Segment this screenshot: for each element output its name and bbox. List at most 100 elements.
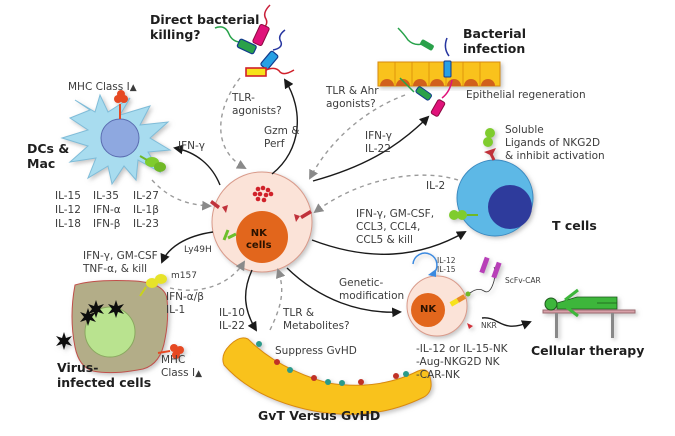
bacterial-infection-line2: infection — [463, 41, 526, 56]
nk-central-cell — [210, 171, 313, 273]
cytokine: IFN-α — [93, 204, 121, 216]
gzm-perf-line2: Perf — [264, 138, 285, 150]
direct-bacterial-killing-title: Direct bacterial killing? — [150, 12, 259, 42]
loop-line2: IL-15 — [437, 265, 456, 274]
epithelium-top — [377, 61, 501, 87]
dcs-mac-line1: DCs & — [27, 141, 70, 156]
scfv-car-label: ScFv-CAR — [505, 276, 541, 285]
virus-output-line2: TNF-α, & kill — [83, 263, 148, 275]
engineered-nk-label: NK — [420, 304, 437, 315]
t-output-line3: CCL5 & kill — [356, 234, 413, 246]
cytokine: IFN-β — [93, 218, 121, 230]
arrow-therapy — [481, 317, 532, 330]
cytokine: IL-15 — [55, 190, 81, 202]
arrow-il10 — [244, 269, 258, 332]
tlr-metabolites-label: TLR & Metabolites? — [283, 307, 350, 333]
dc-cell — [60, 90, 172, 186]
arrow-genetic-mod — [286, 267, 402, 318]
cellular-therapy-title: Cellular therapy — [531, 343, 645, 358]
solid-arrows — [160, 78, 532, 332]
patient-on-bed — [542, 288, 636, 338]
cytokine: IL-27 — [133, 190, 159, 202]
nk-modification-list: -IL-12 or IL-15-NK -Aug-NKG2D NK -CAR-NK — [416, 343, 508, 382]
tlr-metabolites-line1: TLR & — [283, 307, 315, 319]
dc-mhc-label: MHC Class I▲ — [68, 81, 137, 95]
cytokine-grid: IL-15 IL-35 IL-27 IL-12 IFN-α IL-1β IL-1… — [55, 190, 173, 231]
dcs-mac-title: DCs & Mac — [27, 141, 69, 171]
il2-label: IL-2 — [426, 180, 446, 192]
cytokine: IL-1β — [133, 204, 159, 216]
gzm-perf-line1: Gzm & — [264, 125, 300, 137]
virus-infected-cell — [56, 274, 184, 374]
cytokine: IL-12 — [55, 204, 81, 216]
ifn-il22-label: IFN-γ IL-22 — [365, 130, 392, 156]
ifn-ab-line2: IL-1 — [166, 304, 186, 316]
arrow-tlr-metabolites — [269, 268, 286, 331]
ifn-il22-line2: IL-22 — [365, 143, 391, 155]
il10-line: IL-10 — [219, 307, 245, 319]
arrow-dc-to-nk — [151, 179, 212, 211]
genetic-modification-label: Genetic- modification — [339, 277, 404, 303]
t-cells-title: T cells — [552, 218, 597, 233]
arrow-virus-outputs — [160, 231, 214, 264]
arrow-ifn-ab — [169, 260, 246, 291]
direct-killing-line2: killing? — [150, 27, 201, 42]
nk-cells-label: NK cells — [246, 228, 272, 252]
gvhd-epithelium — [222, 337, 432, 415]
nk-label-line1: NK — [250, 228, 267, 239]
ifn-ab-line1: IFN-α/β — [166, 291, 204, 303]
modification-item: -CAR-NK — [416, 369, 460, 381]
bacteria-cluster — [214, 4, 295, 77]
engineered-nk-cell — [406, 252, 502, 337]
bacterial-infection-title: Bacterial infection — [463, 26, 526, 56]
dashed-arrows — [151, 77, 459, 331]
tlr-metabolites-line2: Metabolites? — [283, 320, 350, 332]
virus-infected-title: Virus- infected cells — [57, 360, 151, 390]
cytokine: IL-35 — [93, 190, 119, 202]
soluble-ligands-label: Soluble Ligands of NKG2D & inhibit activ… — [505, 124, 605, 163]
il10-il22-label: IL-10 IL-22 — [219, 307, 245, 333]
t-cell-outputs-label: IFN-γ, GM-CSF, CCL3, CCL4, CCL5 & kill — [356, 208, 434, 247]
arrow-tlr-ahr — [309, 94, 406, 180]
ly49h-label: Ly49H — [184, 245, 212, 255]
virus-title-line2: infected cells — [57, 375, 152, 390]
soluble-line3: & inhibit activation — [505, 150, 605, 162]
arrow-gzm-perf — [271, 78, 298, 175]
virus-mhc-line2: Class I — [161, 367, 196, 379]
gzm-perf-label: Gzm & Perf — [264, 125, 299, 151]
tlr-agonists-line2: agonists? — [232, 105, 282, 117]
soluble-line1: Soluble — [505, 124, 544, 136]
modification-item: -Aug-NKG2D NK — [416, 356, 500, 368]
arrow-ifn-il22 — [312, 115, 430, 182]
genetic-mod-line1: Genetic- — [339, 277, 384, 289]
dc-mhc-text: MHC Class I — [68, 81, 130, 93]
virus-mhc-label: MHC Class I▲ — [161, 354, 202, 381]
up-triangle-icon: ▲ — [129, 83, 137, 93]
tlr-agonists-label: TLR- agonists? — [232, 92, 282, 118]
ifn-ab-label: IFN-α/β IL-1 — [166, 291, 204, 317]
bacteria-infection — [397, 27, 453, 117]
suppress-gvhd-label: Suppress GvHD — [275, 345, 357, 357]
ifn-il22-line1: IFN-γ — [365, 130, 392, 142]
gvt-vs-gvhd-title: GvT Versus GvHD — [258, 408, 381, 423]
virus-mhc-line1: MHC — [161, 354, 186, 366]
il22-line: IL-22 — [219, 320, 245, 332]
m157-label: m157 — [171, 271, 197, 281]
cytokine: IL-23 — [133, 218, 159, 230]
up-triangle-icon: ▲ — [195, 369, 202, 379]
loop-line1: IL-12 — [437, 256, 456, 265]
arrow-ifn-dc — [173, 144, 221, 186]
t-output-line1: IFN-γ, GM-CSF, — [356, 208, 435, 220]
virus-outputs-label: IFN-γ, GM-CSF TNF-α, & kill — [83, 250, 158, 276]
direct-killing-line1: Direct bacterial — [150, 12, 260, 27]
modification-item: -IL-12 or IL-15-NK — [416, 343, 508, 355]
virus-title-line1: Virus- — [57, 360, 99, 375]
virus-output-line1: IFN-γ, GM-CSF — [83, 250, 158, 262]
t-output-line2: CCL3, CCL4, — [356, 221, 421, 233]
bacterial-infection-line1: Bacterial — [463, 26, 526, 41]
nk-label-line2: cells — [246, 240, 272, 251]
il12-il15-loop-label: IL-12 IL-15 — [437, 256, 456, 274]
cytokine: IL-18 — [55, 218, 81, 230]
